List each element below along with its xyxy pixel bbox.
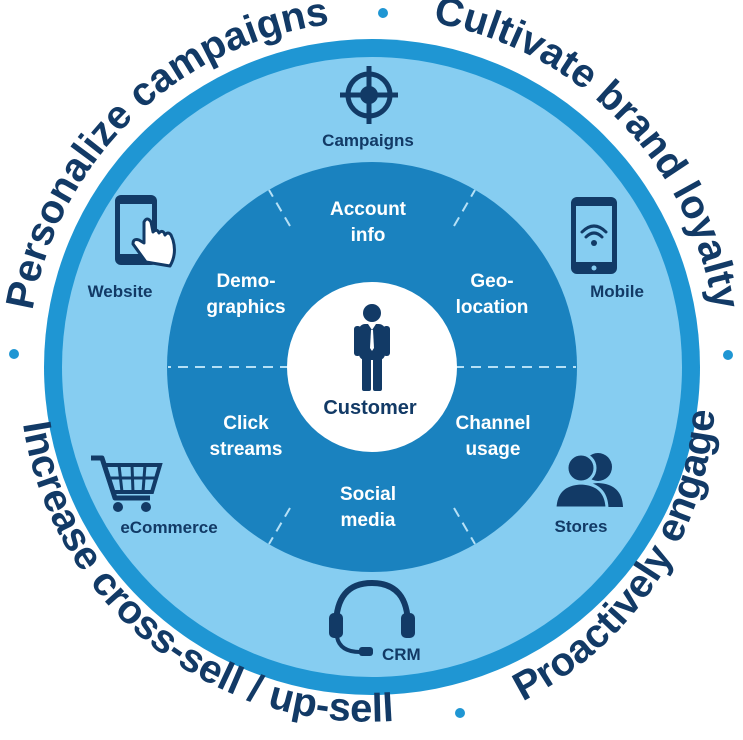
segment-line2: media xyxy=(341,510,396,531)
channel-website: Website xyxy=(88,195,176,301)
segment-line2: location xyxy=(456,297,529,318)
phrase-separator-dots xyxy=(9,8,733,718)
segment-line1: Geo- xyxy=(470,271,513,292)
channel-label: Mobile xyxy=(590,282,644,301)
segment-line1: Social xyxy=(340,484,396,505)
people-icon xyxy=(553,452,623,510)
person-icon xyxy=(354,304,390,391)
segment-line1: Account xyxy=(330,199,407,220)
segment-line1: Channel xyxy=(456,413,531,434)
channel-ecommerce: eCommerce xyxy=(91,455,218,537)
separator-dot xyxy=(723,350,733,360)
separator-dot xyxy=(455,708,465,718)
channel-crm: CRM xyxy=(329,579,421,664)
segment-line2: usage xyxy=(466,439,521,460)
channel-label: Website xyxy=(88,282,153,301)
separator-dot xyxy=(9,349,19,359)
segment-line2: streams xyxy=(210,439,283,460)
segment-line1: Click xyxy=(223,413,269,434)
headset-icon xyxy=(329,579,415,656)
segment-social-media: Social media xyxy=(340,484,396,531)
channel-stores: Stores xyxy=(553,452,623,536)
segment-click-streams: Click streams xyxy=(210,413,283,460)
segment-line2: info xyxy=(351,225,386,246)
crosshair-icon xyxy=(340,66,398,124)
separator-dot xyxy=(378,8,388,18)
channel-label: eCommerce xyxy=(120,518,217,537)
segment-geo-location: Geo- location xyxy=(456,271,529,318)
segment-account-info: Account info xyxy=(330,199,407,246)
customer-center xyxy=(287,282,457,452)
channel-label: Stores xyxy=(555,517,608,536)
segment-line1: Demo- xyxy=(216,271,275,292)
tablet-touch-icon xyxy=(115,195,176,268)
smartphone-wifi-icon xyxy=(571,197,617,274)
channel-campaigns: Campaigns xyxy=(322,66,414,150)
channel-mobile: Mobile xyxy=(571,197,644,301)
channel-label: CRM xyxy=(382,645,421,664)
segment-channel-usage: Channel usage xyxy=(456,413,531,460)
segment-line2: graphics xyxy=(206,297,285,318)
segment-demographics: Demo- graphics xyxy=(206,271,285,318)
customer-label: Customer xyxy=(323,397,417,419)
channel-label: Campaigns xyxy=(322,131,414,150)
segment-dividers xyxy=(168,189,576,545)
shopping-cart-icon xyxy=(91,455,163,512)
